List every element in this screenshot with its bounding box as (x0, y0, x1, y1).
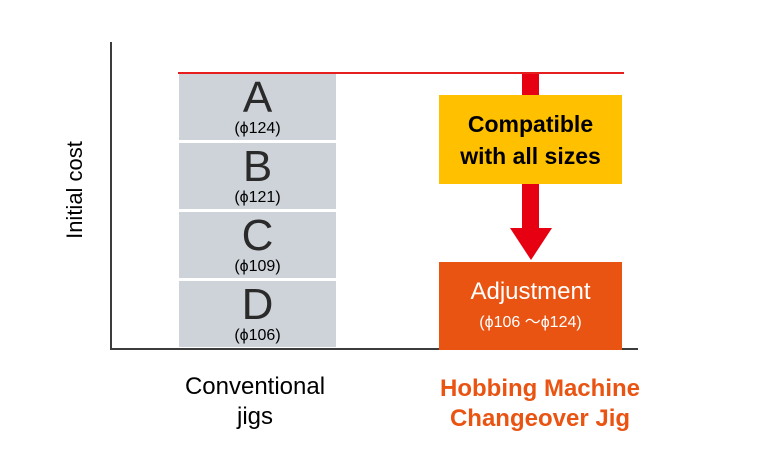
jig-segment-b: B (ϕ121) (179, 143, 336, 209)
segment-letter: A (242, 73, 273, 122)
segment-diameter: (ϕ121) (234, 189, 281, 206)
compatible-text: Compatible with all sizes (460, 110, 601, 169)
jig-segment-d: D (ϕ106) (179, 281, 336, 347)
jig-segment-c: C (ϕ109) (179, 212, 336, 278)
initial-cost-reference-line (178, 72, 624, 74)
adjustment-title: Adjustment (470, 278, 591, 305)
y-axis-label: Initial cost (62, 141, 87, 239)
conventional-jigs-label: Conventional jigs (184, 373, 326, 430)
adjustment-box: Adjustment (ϕ106 ～ϕ124) (439, 262, 622, 350)
segment-letter: D (241, 280, 274, 329)
cost-reduction-arrow-head (510, 228, 552, 260)
segment-diameter: (ϕ109) (234, 258, 281, 275)
compatible-callout: Compatible with all sizes (439, 95, 622, 184)
segment-diameter: (ϕ124) (234, 120, 281, 137)
adjustment-range: (ϕ106 ～ϕ124) (479, 314, 582, 331)
y-axis (110, 42, 112, 350)
x-axis (110, 348, 638, 350)
hobbing-jig-label: Hobbing Machine Changeover Jig (440, 375, 640, 432)
jig-segment-a: A (ϕ124) (179, 74, 336, 140)
segment-letter: C (241, 211, 274, 260)
segment-letter: B (242, 142, 273, 191)
segment-diameter: (ϕ106) (234, 327, 281, 344)
